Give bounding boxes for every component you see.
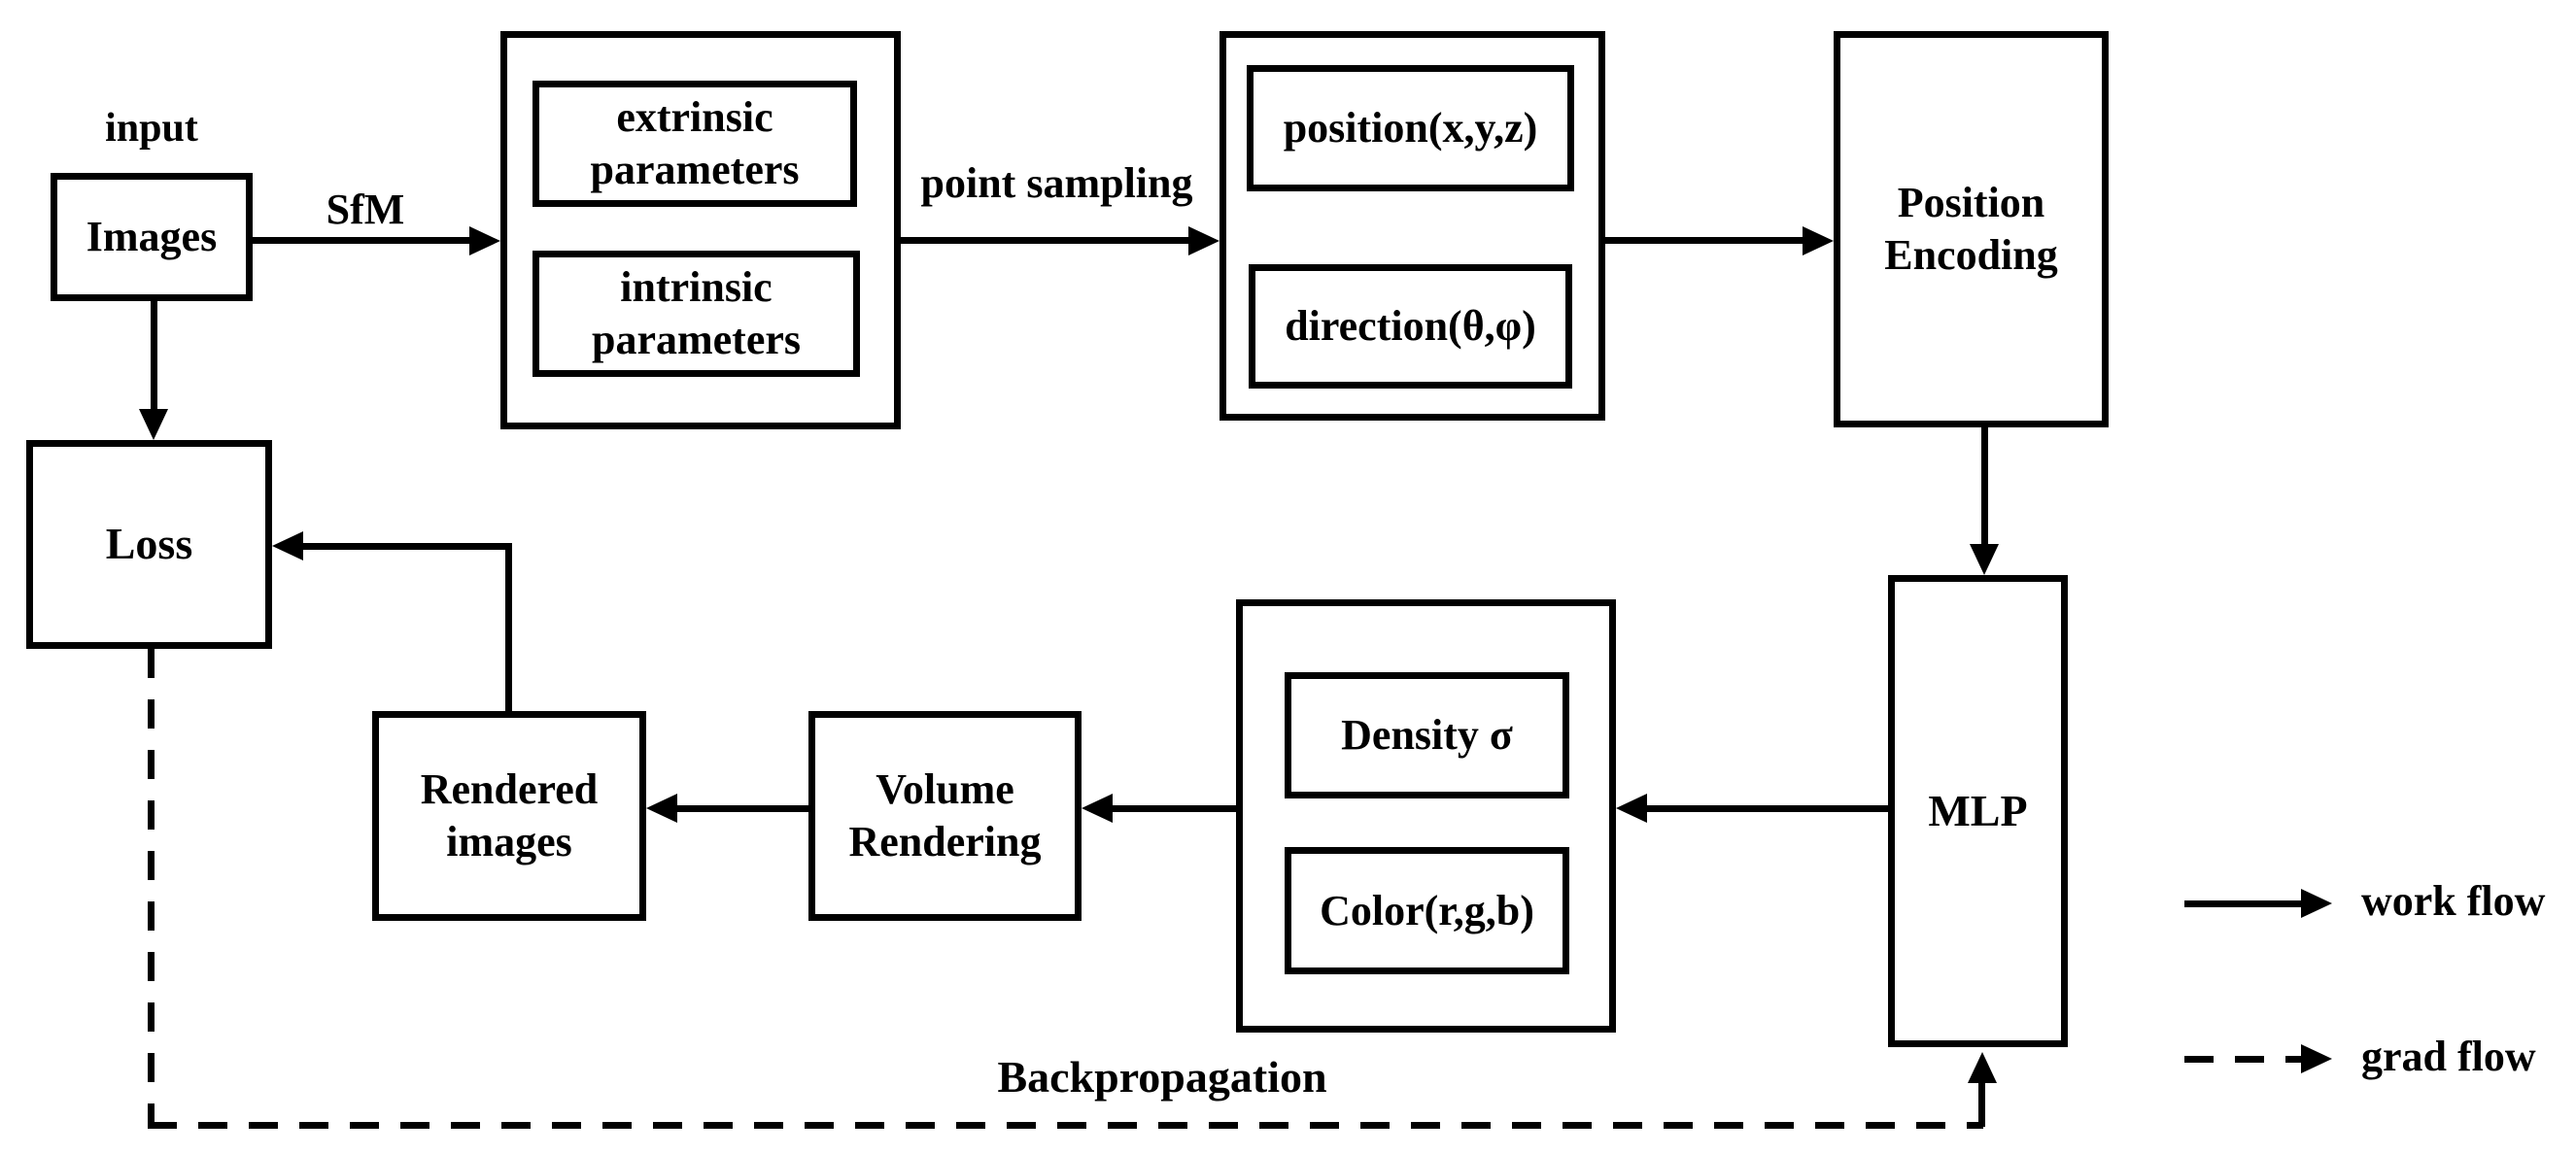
position-encoding-label: Position Encoding (1884, 179, 2058, 279)
density-node: Density σ (1285, 672, 1569, 798)
loss-node-label: Loss (105, 519, 193, 569)
arrow-rendered-to-loss-vertical (505, 546, 512, 711)
arrow-output-to-volume-head (1082, 794, 1113, 823)
arrow-images-to-sfm-line (253, 237, 471, 244)
legend-gradflow-arrow-line (2184, 1056, 2303, 1063)
arrow-sample-to-encoding-head (1803, 226, 1834, 255)
intrinsic-parameters-node: intrinsic parameters (532, 251, 860, 377)
direction-node-label: direction(θ,φ) (1285, 302, 1536, 351)
arrow-images-to-sfm-head (469, 226, 500, 255)
backprop-arrow-head (1968, 1052, 1997, 1083)
arrow-output-to-volume-line (1113, 805, 1236, 812)
position-encoding-node: Position Encoding (1834, 31, 2109, 427)
input-label: input (105, 106, 198, 151)
position-node: position(x,y,z) (1247, 65, 1574, 191)
color-node: Color(r,g,b) (1285, 847, 1569, 974)
backprop-dashed-horizontal (148, 1122, 1983, 1129)
legend-workflow-arrow-line (2184, 900, 2303, 907)
direction-node: direction(θ,φ) (1249, 264, 1572, 389)
arrow-rendered-to-loss-head (272, 531, 303, 560)
arrow-params-to-sample-head (1188, 226, 1219, 255)
extrinsic-parameters-node: extrinsic parameters (532, 81, 857, 207)
images-node-label: Images (86, 213, 218, 261)
legend-workflow-arrow-head (2301, 889, 2332, 918)
density-node-label: Density σ (1341, 711, 1513, 760)
arrow-volume-to-rendered-line (677, 805, 808, 812)
arrow-images-to-loss-line (151, 301, 157, 411)
legend-workflow-label: work flow (2361, 877, 2546, 925)
arrow-mlp-to-output-head (1616, 794, 1647, 823)
color-node-label: Color(r,g,b) (1320, 886, 1534, 934)
extrinsic-parameters-label: extrinsic parameters (590, 93, 800, 193)
backpropagation-label: Backpropagation (997, 1052, 1327, 1102)
backprop-stem-line (1978, 1083, 1985, 1127)
arrow-images-to-loss-head (139, 409, 168, 440)
mlp-node-label: MLP (1928, 785, 2028, 835)
arrow-encoding-to-mlp-line (1981, 427, 1988, 546)
arrow-encoding-to-mlp-head (1970, 544, 1999, 575)
mlp-node: MLP (1888, 575, 2068, 1047)
arrow-mlp-to-output-line (1647, 805, 1888, 812)
arrow-params-to-sample-line (901, 237, 1190, 244)
volume-rendering-label: Volume Rendering (848, 765, 1042, 866)
point-sampling-edge-label: point sampling (920, 159, 1193, 207)
backprop-dashed-vertical (148, 649, 155, 1125)
arrow-rendered-to-loss-horizontal (303, 543, 512, 550)
loss-node: Loss (26, 440, 272, 649)
intrinsic-parameters-label: intrinsic parameters (591, 263, 801, 363)
legend-gradflow-arrow-head (2301, 1044, 2332, 1073)
images-node: Images (51, 173, 253, 301)
rendered-images-node: Rendered images (372, 711, 646, 921)
position-node-label: position(x,y,z) (1283, 104, 1538, 153)
rendered-images-label: Rendered images (420, 765, 599, 866)
legend-gradflow-label: grad flow (2361, 1033, 2536, 1080)
arrow-sample-to-encoding-line (1605, 237, 1804, 244)
arrow-volume-to-rendered-head (646, 794, 677, 823)
sfm-edge-label: SfM (326, 186, 405, 233)
volume-rendering-node: Volume Rendering (808, 711, 1082, 921)
